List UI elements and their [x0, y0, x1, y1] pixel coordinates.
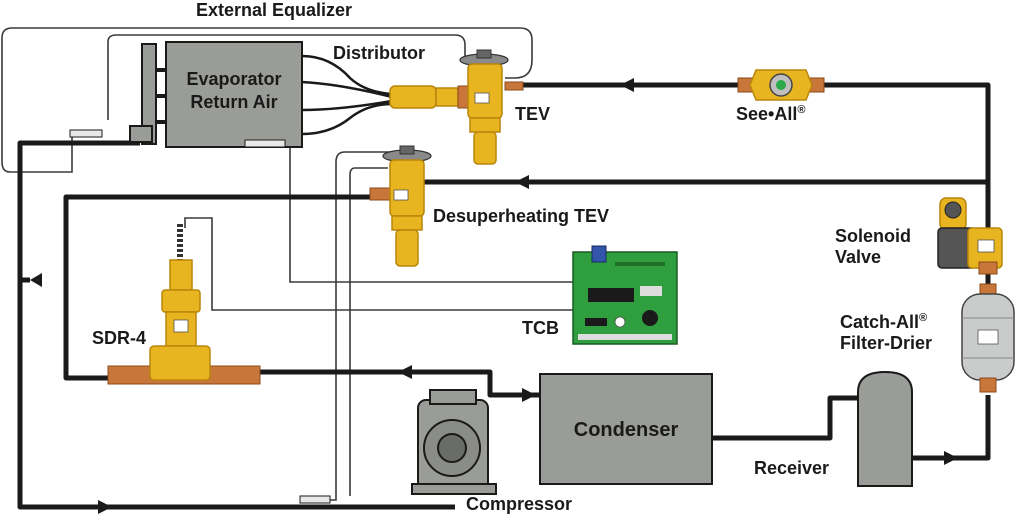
distributor-tubes	[301, 54, 393, 136]
sdr4-outlet-line	[258, 369, 540, 398]
compressor	[411, 389, 497, 495]
equalizer-loop-line	[107, 34, 478, 120]
external-equalizer-label: External Equalizer	[196, 0, 353, 20]
see-all-text: See•All	[736, 104, 798, 124]
desuperheating-tev-valve	[369, 145, 432, 267]
arrow-liquid-line	[620, 78, 634, 92]
arrow-to-drier	[944, 451, 958, 465]
receiver	[857, 370, 913, 487]
sight-glass-indicator	[776, 80, 786, 90]
catch-all-filter-drier	[961, 283, 1015, 393]
tev-inlet-pipe	[504, 81, 524, 91]
evaporator-sensor	[244, 139, 286, 148]
liquid-line	[520, 82, 991, 290]
external-equalizer-line	[1, 27, 533, 173]
catch-all-label: Catch-All® Filter-Drier	[840, 312, 932, 354]
thin-lines	[1, 27, 575, 501]
condenser-to-receiver-line	[712, 395, 860, 441]
sdr4-sensor-line	[184, 217, 575, 311]
catch-all-label-line1: Catch-All®	[840, 312, 932, 333]
solenoid-valve-label: Solenoid Valve	[835, 226, 911, 268]
equalizer-sensor	[69, 129, 103, 138]
arrow-sdr4-outlet	[398, 365, 412, 379]
receiver-to-drier-line	[912, 395, 991, 461]
suction-line	[17, 140, 455, 510]
see-all-sight-glass	[737, 69, 825, 101]
sdr4-regulator	[107, 224, 261, 385]
solenoid-valve	[937, 197, 1003, 275]
desuperheat-equalizer-line	[349, 167, 388, 496]
filter-drier-text: Filter-Drier	[840, 333, 933, 353]
distributor-body	[389, 85, 437, 109]
flow-arrows	[30, 78, 958, 514]
tcb-label: TCB	[522, 318, 559, 338]
arrow-suction-bottom	[98, 500, 112, 514]
tev-valve	[389, 49, 524, 165]
return-air-sensor-line	[289, 142, 575, 283]
arrow-desuperheat-line	[515, 175, 529, 189]
tcb-controller	[572, 245, 678, 345]
piping	[17, 82, 991, 510]
solenoid-label-line1: Solenoid	[835, 226, 911, 246]
tev-body	[467, 63, 503, 119]
see-all-label: See•All®	[736, 104, 805, 125]
hot-gas-line	[63, 194, 388, 381]
evaporator	[69, 41, 303, 148]
evaporator-label-line2: Return Air	[190, 92, 278, 112]
arrow-to-condenser	[522, 388, 536, 402]
compressor-label: Compressor	[466, 494, 573, 514]
see-all-registered-mark: ®	[797, 104, 806, 116]
distributor-label: Distributor	[333, 43, 425, 63]
evaporator-label: Evaporator Return Air	[166, 68, 302, 114]
solenoid-label-line2: Valve	[835, 247, 882, 267]
receiver-label: Receiver	[754, 458, 830, 478]
condenser-label: Condenser	[573, 419, 679, 441]
desuperheat-bulb-line	[316, 151, 403, 501]
suction-sensor	[299, 495, 331, 504]
catch-all-text: Catch-All	[840, 312, 920, 332]
desuperheating-tev-label: Desuperheating TEV	[433, 206, 610, 226]
arrow-hot-gas-left	[30, 273, 42, 287]
catch-all-registered-mark: ®	[919, 312, 928, 324]
sdr4-label: SDR-4	[92, 328, 147, 348]
tev-label: TEV	[515, 104, 551, 124]
evaporator-label-line1: Evaporator	[186, 69, 282, 89]
condenser	[539, 373, 713, 485]
